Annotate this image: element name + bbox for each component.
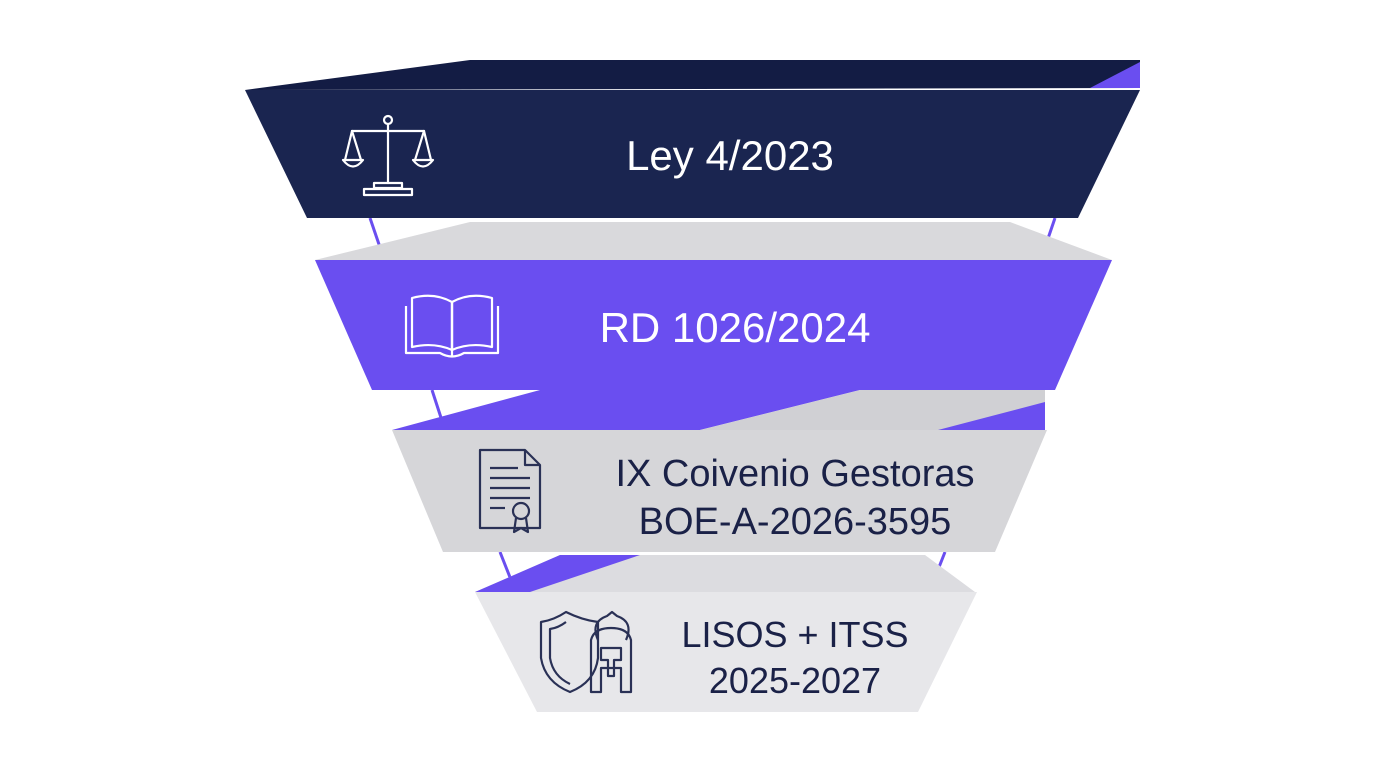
tier-3-back-edge <box>938 402 1045 430</box>
tier-1-title: Ley 4/2023 <box>626 132 834 179</box>
shield-helmet-icon <box>539 610 633 694</box>
tier-4-label: LISOS + ITSS 2025-2027 <box>640 612 950 704</box>
tier-4-title: LISOS + ITSS <box>681 614 909 655</box>
tier-1-label: Ley 4/2023 <box>520 128 940 184</box>
tier-3-title: IX Coivenio Gestoras <box>615 453 975 495</box>
tier-2-slab <box>315 260 1112 390</box>
tier-3-slab <box>392 430 1047 552</box>
tier-2-title: RD 1026/2024 <box>599 304 871 351</box>
scales-icon <box>341 114 435 197</box>
tier-4-subtitle: 2025-2027 <box>708 660 882 701</box>
book-icon <box>404 294 500 358</box>
certificate-icon <box>478 448 542 534</box>
tier-3-subtitle: BOE-A-2026-3595 <box>638 501 952 543</box>
tier-1-back-edge <box>1090 62 1140 88</box>
tier-1-back-slab <box>245 60 1140 90</box>
tier-3-back-slab <box>392 390 860 430</box>
tier-2-label: RD 1026/2024 <box>520 300 950 356</box>
tier-3-label: IX Coivenio Gestoras BOE-A-2026-3595 <box>560 450 1030 546</box>
tier-2-back-slab <box>315 222 1112 260</box>
tier-3-back-slab-gray <box>700 390 1045 430</box>
tier-4-back-edge <box>475 555 640 592</box>
tier-1-slab <box>245 90 1140 218</box>
